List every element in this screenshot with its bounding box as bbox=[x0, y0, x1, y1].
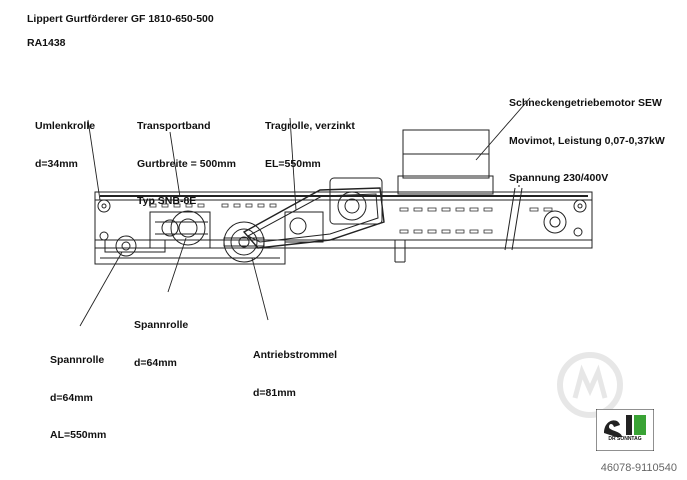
label-spannrolle-1: Spannrolle d=64mm bbox=[134, 319, 189, 369]
drive-chain bbox=[242, 187, 385, 249]
label-tragrolle: Tragrolle, verzinkt EL=550mm bbox=[265, 120, 355, 170]
listing-id: 46078-9110540 bbox=[600, 462, 677, 474]
lower-frame bbox=[94, 239, 286, 265]
tension-roller bbox=[170, 210, 206, 246]
label-motor: Schneckengetriebemotor SEW Movimot, Leis… bbox=[509, 97, 665, 184]
sonntag-logo-icon bbox=[596, 409, 654, 451]
end-roller bbox=[543, 210, 567, 234]
tension-roller-box bbox=[149, 211, 211, 249]
gearbox bbox=[329, 177, 383, 225]
label-transportband: Transportband Gurtbreite = 500mm Typ SNB… bbox=[137, 120, 236, 207]
frame-slots bbox=[149, 203, 553, 234]
label-umlenkrolle: Umlenkrolle d=34mm bbox=[35, 120, 96, 170]
drawing-title: Lippert Gurtförderer GF 1810-650-500 bbox=[27, 13, 214, 25]
logo-text: DR SONNTAG bbox=[608, 436, 642, 442]
gear-wheel bbox=[337, 191, 367, 221]
drive-drum bbox=[223, 221, 265, 263]
return-pulley-left bbox=[97, 199, 111, 213]
tension-roller-2 bbox=[115, 235, 137, 257]
drawing-reference: RA1438 bbox=[27, 37, 66, 49]
machineseeker-watermark-icon bbox=[557, 352, 623, 418]
frame-outline bbox=[94, 191, 593, 249]
label-antriebstrommel: Antriebstrommel d=81mm bbox=[253, 349, 338, 399]
leader-lines bbox=[79, 97, 531, 327]
return-pulley-right bbox=[573, 199, 587, 213]
support-roller bbox=[289, 217, 307, 235]
label-spannrolle-2: Spannrolle d=64mm AL=550mm bbox=[50, 354, 107, 441]
